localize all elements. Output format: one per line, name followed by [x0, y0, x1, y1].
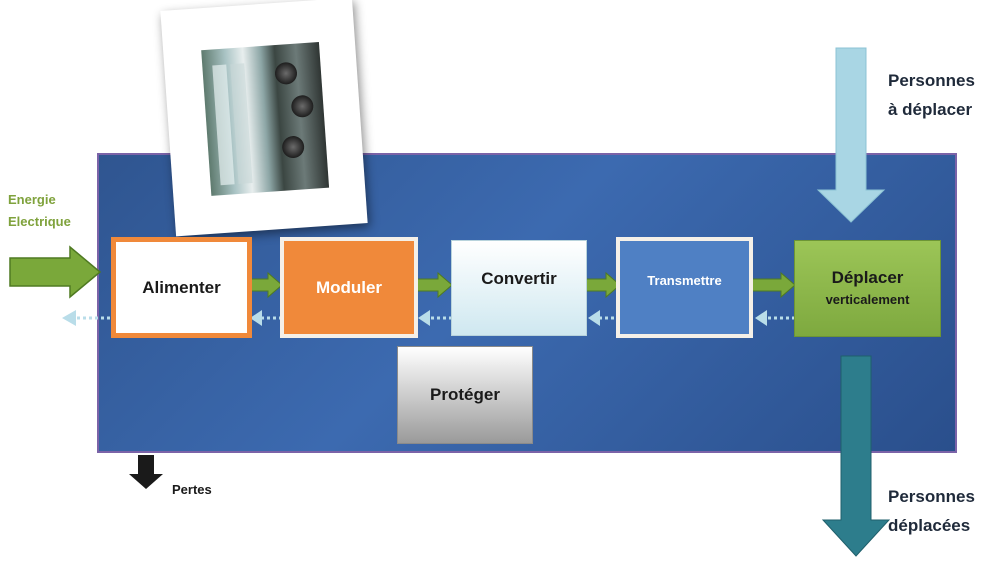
info-return-arrow-2	[418, 310, 452, 326]
block-transmettre-label: Transmettre	[647, 273, 722, 288]
energy-flow-arrow-2	[415, 271, 453, 299]
energy-flow-arrow-4	[750, 271, 796, 299]
people-out-line1: Personnes	[888, 487, 975, 506]
energy-input-label: Energie Electrique	[8, 189, 71, 233]
people-in-line1: Personnes	[888, 71, 975, 90]
energy-flow-arrow-3	[585, 271, 621, 299]
people-in-line2: à déplacer	[888, 100, 973, 119]
info-return-arrow-3	[588, 310, 620, 326]
info-return-arrow-4	[755, 310, 795, 326]
loss-arrow	[129, 455, 163, 489]
block-proteger: Protéger	[397, 346, 533, 444]
energy-input-arrow	[9, 245, 102, 299]
block-deplacer: Déplacer verticalement	[794, 240, 941, 337]
people-input-arrow	[816, 47, 886, 223]
block-convertir-label: Convertir	[481, 269, 557, 288]
block-deplacer-sublabel: verticalement	[825, 291, 910, 307]
block-moduler-label: Moduler	[315, 277, 383, 297]
energy-label-line1: Energie	[8, 192, 56, 207]
block-alimenter: Alimenter	[111, 237, 252, 338]
people-output-arrow	[821, 355, 891, 557]
energy-flow-arrow-1	[249, 271, 283, 299]
people-out-line2: déplacées	[888, 516, 971, 535]
info-return-arrow-1	[250, 310, 282, 326]
info-output-arrow	[62, 310, 110, 326]
block-moduler: Moduler	[280, 237, 418, 338]
losses-label: Pertes	[172, 482, 212, 497]
block-transmettre: Transmettre	[616, 237, 753, 338]
energy-label-line2: Electrique	[8, 214, 71, 229]
block-alimenter-label: Alimenter	[142, 277, 221, 297]
people-input-label: Personnes à déplacer	[888, 66, 975, 124]
block-proteger-label: Protéger	[430, 385, 500, 404]
people-output-label: Personnes déplacées	[888, 482, 975, 540]
block-deplacer-label: Déplacer	[831, 267, 904, 287]
block-convertir: Convertir	[451, 240, 587, 336]
